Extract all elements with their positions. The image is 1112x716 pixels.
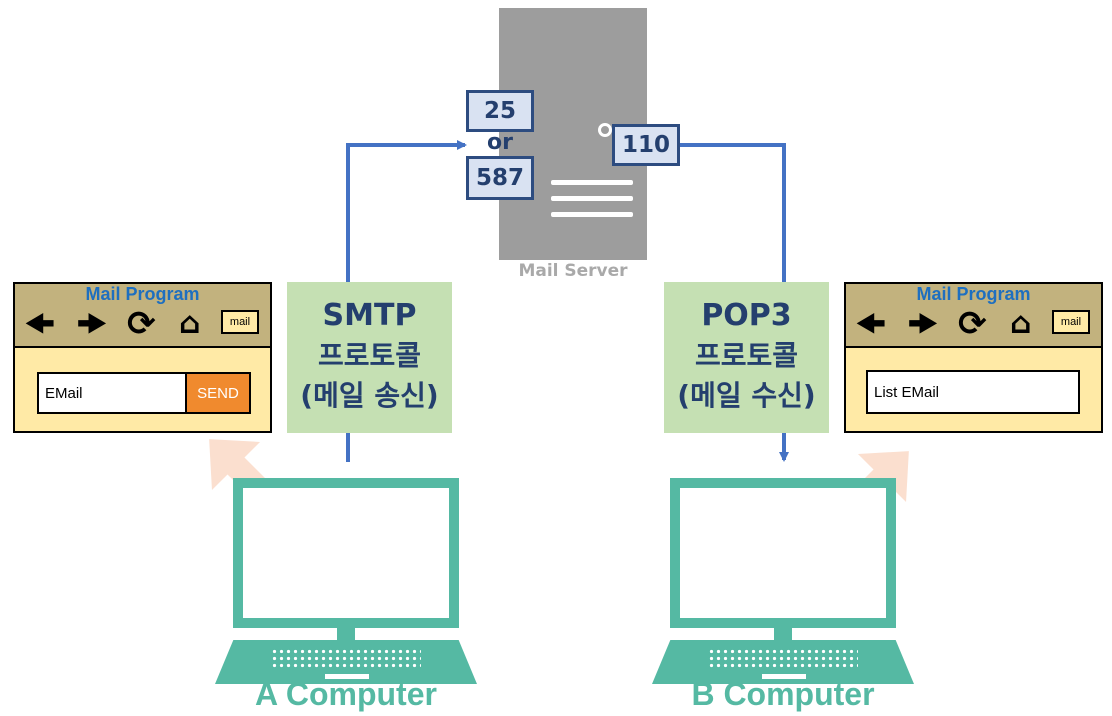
refresh-icon[interactable]: ⟳ <box>958 304 987 344</box>
protocol-label: 프로토콜 <box>317 339 422 372</box>
server-slot <box>551 212 633 217</box>
port-110: 110 <box>612 124 680 166</box>
mail-badge: mail <box>1052 310 1090 334</box>
server-slot <box>551 180 633 185</box>
list-email-field[interactable]: List EMail <box>866 370 1080 414</box>
touchpad <box>325 674 369 679</box>
window-title: Mail Program <box>916 284 1031 304</box>
laptop-screen <box>670 478 896 628</box>
mail-program-window-right: Mail Program 🠜 🠞 ⟳ ⌂ mail List EMail <box>844 282 1103 433</box>
laptop-neck <box>774 628 792 640</box>
protocol-desc: (메일 수신) <box>677 379 816 412</box>
smtp-protocol-box: SMTP 프로토콜 (메일 송신) <box>287 282 452 433</box>
port-25: 25 <box>466 90 534 132</box>
port-or: or <box>487 130 513 155</box>
arrow-right-icon[interactable]: 🠞 <box>908 304 938 344</box>
protocol-name: POP3 <box>701 298 792 333</box>
power-icon <box>598 123 612 137</box>
server-label: Mail Server <box>518 261 628 281</box>
protocol-label: 프로토콜 <box>694 339 799 372</box>
email-field[interactable]: EMail <box>37 372 187 414</box>
server-slot <box>551 196 633 201</box>
toolbar: Mail Program 🠜 🠞 ⟳ ⌂ mail <box>846 284 1101 348</box>
arrow-right-icon[interactable]: 🠞 <box>77 304 107 344</box>
send-button[interactable]: SEND <box>185 372 251 414</box>
protocol-name: SMTP <box>322 298 417 333</box>
arrow-left-icon[interactable]: 🠜 <box>856 304 886 344</box>
computer-a-label: A Computer <box>255 676 437 712</box>
window-title: Mail Program <box>85 284 200 304</box>
keyboard-icon <box>708 648 858 670</box>
computer-b-label: B Computer <box>691 676 875 712</box>
home-icon[interactable]: ⌂ <box>1010 306 1032 341</box>
toolbar: Mail Program 🠜 🠞 ⟳ ⌂ mail <box>15 284 270 348</box>
pop3-protocol-box: POP3 프로토콜 (메일 수신) <box>664 282 829 433</box>
protocol-desc: (메일 송신) <box>300 379 439 412</box>
mail-badge: mail <box>221 310 259 334</box>
keyboard-icon <box>271 648 421 670</box>
mail-program-window-left: Mail Program 🠜 🠞 ⟳ ⌂ mail EMail SEND <box>13 282 272 433</box>
laptop-neck <box>337 628 355 640</box>
refresh-icon[interactable]: ⟳ <box>127 304 156 344</box>
laptop-screen <box>233 478 459 628</box>
touchpad <box>762 674 806 679</box>
arrow-left-icon[interactable]: 🠜 <box>25 304 55 344</box>
port-587: 587 <box>466 156 534 200</box>
home-icon[interactable]: ⌂ <box>179 306 201 341</box>
